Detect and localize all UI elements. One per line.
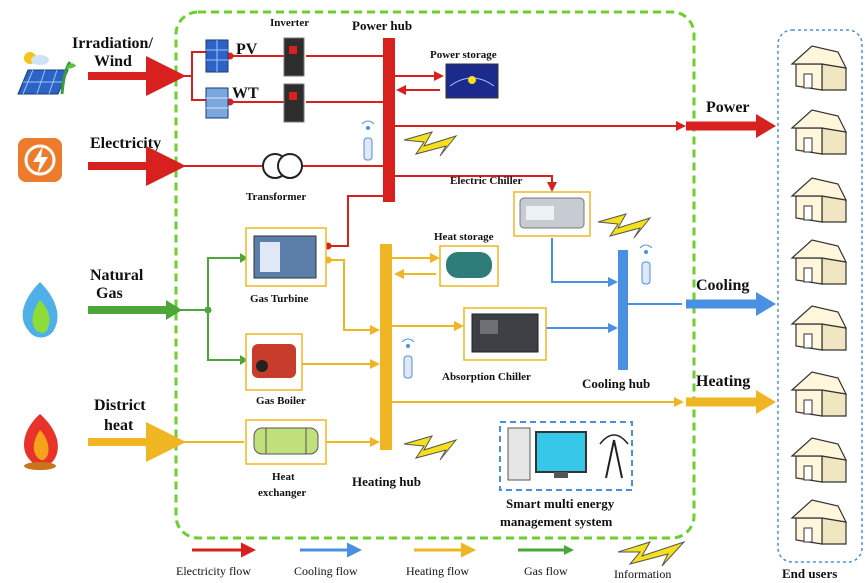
output-cooling-label: Cooling: [696, 277, 749, 294]
heating-hub-bar: [380, 244, 392, 450]
electric-chiller-icon: [513, 191, 591, 237]
house-icon: [790, 239, 848, 285]
cooling-flow-lines: [546, 238, 618, 333]
pv-panel-icon: [205, 39, 229, 73]
gas-flame-icon: [22, 282, 58, 338]
input-natural-label: Natural: [90, 267, 144, 284]
power-storage-label: Power storage: [430, 49, 497, 61]
house-icon: [790, 109, 848, 155]
legend-cooling-label: Cooling flow: [294, 564, 358, 578]
gas-turbine-label: Gas Turbine: [250, 293, 309, 305]
gas-boiler-label: Gas Boiler: [256, 395, 306, 407]
output-heating-label: Heating: [696, 373, 750, 390]
house-icon: [790, 437, 848, 483]
electricity-icon: [18, 138, 62, 182]
antenna-icon-heating: [401, 338, 415, 379]
cooling-hub-bar: [618, 250, 628, 370]
end-users-label: End users: [782, 566, 837, 581]
information-bolt-icon-3: [403, 435, 458, 461]
district-heat-icon: [24, 414, 58, 470]
gas-flow-lines: [180, 257, 244, 361]
wind-turbine-panel-icon: [205, 87, 229, 119]
inverter-icon-1: [283, 37, 305, 77]
input-wind-label: Wind: [94, 53, 132, 70]
electric-chiller-label: Electric Chiller: [450, 175, 523, 187]
input-gas-label: Gas: [96, 285, 123, 302]
power-storage-icon: [445, 63, 499, 99]
system-boundary: [174, 10, 696, 540]
information-bolt-icon-1: [403, 131, 458, 157]
smart-system-label-line1: Smart multi energy: [506, 496, 615, 511]
wt-label: WT: [232, 85, 259, 102]
heat-exchanger-icon: [245, 419, 327, 465]
input-heat-label: heat: [104, 417, 134, 434]
end-users-boundary: [777, 29, 863, 563]
antenna-icon-power: [361, 120, 375, 161]
legend-electricity-label: Electricity flow: [176, 564, 251, 578]
legend-gas-label: Gas flow: [524, 564, 568, 578]
heat-storage-icon: [439, 245, 499, 287]
cooling-hub-label: Cooling hub: [582, 376, 650, 391]
inverter-icon-2: [283, 83, 305, 123]
power-hub-bar: [383, 38, 395, 202]
heat-storage-label: Heat storage: [434, 231, 494, 243]
gas-turbine-icon: [245, 227, 327, 287]
heat-exchanger-label-line2: exchanger: [258, 487, 306, 499]
absorption-chiller-label: Absorption Chiller: [442, 371, 531, 383]
smart-management-system-icon: [499, 421, 633, 491]
house-icon: [790, 45, 848, 91]
electricity-flow-lines: [178, 51, 686, 247]
smart-system-label-line2: management system: [500, 514, 612, 529]
heating-flow-lines: [178, 253, 684, 447]
heat-exchanger-label-line1: Heat: [272, 471, 295, 483]
transformer-label: Transformer: [246, 191, 306, 203]
legend-heating-label: Heating flow: [406, 564, 469, 578]
house-icon: [790, 305, 848, 351]
house-icons: [790, 45, 848, 545]
input-electricity-label: Electricity: [90, 135, 161, 152]
house-icon: [790, 177, 848, 223]
pv-label: PV: [236, 41, 258, 58]
antenna-icon-cooling: [639, 244, 653, 285]
inverter-label: Inverter: [270, 17, 309, 29]
output-power-label: Power: [706, 99, 750, 116]
power-hub-label: Power hub: [352, 18, 412, 33]
absorption-chiller-icon: [463, 307, 547, 361]
transformer-icon: [262, 153, 303, 179]
information-bolt-icon-2: [597, 213, 652, 239]
gas-boiler-icon: [245, 333, 303, 391]
house-icon: [790, 371, 848, 417]
legend-information-label: Information: [614, 567, 671, 581]
solar-wind-icon: [17, 52, 76, 95]
legend: Electricity flow Cooling flow Heating fl…: [176, 540, 686, 581]
heating-hub-label: Heating hub: [352, 474, 421, 489]
input-district-label: District: [94, 397, 146, 414]
house-icon: [790, 499, 848, 545]
input-irradiation-label: Irradiation/: [72, 35, 153, 52]
